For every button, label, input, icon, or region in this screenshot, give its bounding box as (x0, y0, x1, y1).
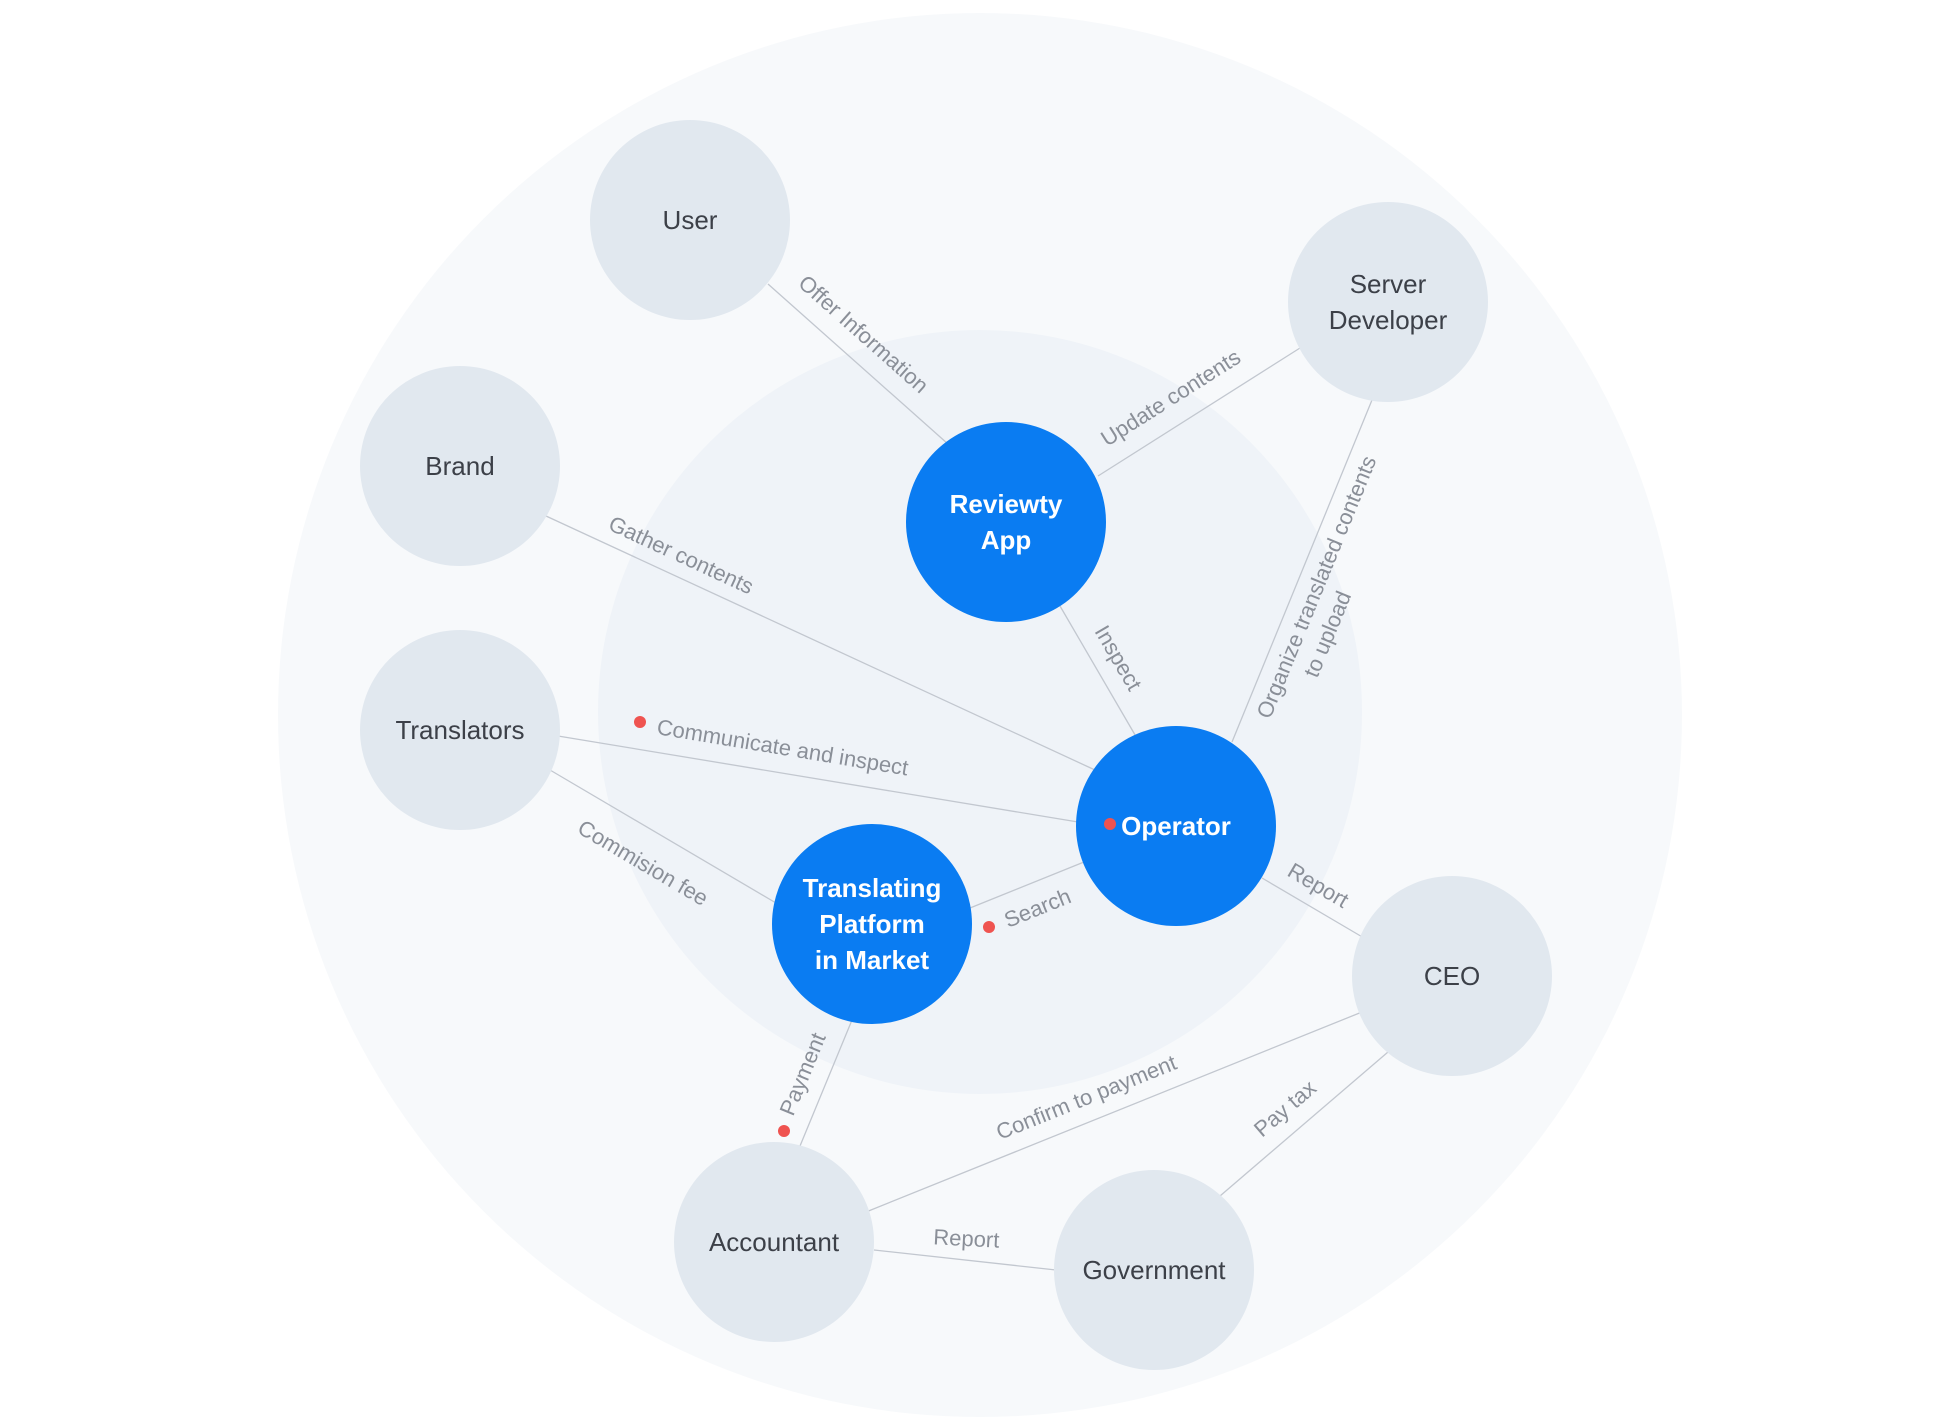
node-label-line: CEO (1424, 961, 1480, 991)
node-label-line: Government (1082, 1255, 1226, 1285)
node-label-line: Brand (425, 451, 494, 481)
node-circle-reviewty-app (906, 422, 1106, 622)
node-label-brand: Brand (425, 451, 494, 481)
edge-organize-translated (1231, 399, 1373, 743)
marker-dot-operator (1104, 818, 1116, 830)
node-label-line: Developer (1329, 305, 1448, 335)
marker-dot-communicate-and-inspect (634, 716, 646, 728)
node-label-line: Platform (819, 909, 924, 939)
edge-commision-fee (549, 769, 777, 904)
edge-pay-tax (1219, 1051, 1389, 1197)
markers-layer (634, 716, 1116, 1137)
node-brand: Brand (360, 366, 560, 566)
node-circle-server-developer (1288, 202, 1488, 402)
edge-gather-contents (545, 515, 1096, 771)
edge-label-report-government: Report (933, 1224, 1000, 1252)
edge-update-contents (1097, 347, 1301, 477)
node-circle-translating-platform (772, 824, 972, 1024)
edge-payment (799, 1019, 853, 1147)
edges-layer (545, 283, 1389, 1271)
marker-dot-search (983, 921, 995, 933)
node-label-ceo: CEO (1424, 961, 1480, 991)
node-label-line: Accountant (709, 1227, 840, 1257)
edge-communicate-and-inspect (557, 735, 1079, 823)
node-label-line: in Market (815, 945, 929, 975)
node-circle-user (590, 120, 790, 320)
edge-report-government (873, 1249, 1057, 1271)
node-circle-accountant (674, 1142, 874, 1342)
edge-offer-information (767, 283, 949, 445)
node-translators: Translators (360, 630, 560, 830)
node-operator: Operator (1076, 726, 1276, 926)
node-circle-brand (360, 366, 560, 566)
edge-confirm-to-payment (865, 1011, 1363, 1213)
node-label-translators: Translators (395, 715, 524, 745)
node-government: Government (1054, 1170, 1254, 1370)
node-accountant: Accountant (674, 1142, 874, 1342)
node-label-line: App (981, 525, 1032, 555)
node-label-accountant: Accountant (709, 1227, 840, 1257)
node-user: User (590, 120, 790, 320)
edge-search (969, 861, 1085, 909)
node-label-line: Translating (803, 873, 942, 903)
node-circle-government (1054, 1170, 1254, 1370)
marker-dot-payment (778, 1125, 790, 1137)
node-circle-translators (360, 630, 560, 830)
node-label-government: Government (1082, 1255, 1226, 1285)
edge-label-line: Report (933, 1224, 1000, 1252)
node-ceo: CEO (1352, 876, 1552, 1076)
node-label-line: Reviewty (950, 489, 1063, 519)
node-label-line: User (663, 205, 718, 235)
node-label-line: Server (1350, 269, 1427, 299)
node-label-line: Operator (1121, 811, 1231, 841)
node-label-user: User (663, 205, 718, 235)
edge-inspect (1059, 605, 1139, 741)
node-circle-ceo (1352, 876, 1552, 1076)
node-circle-operator (1076, 726, 1276, 926)
edge-report-ceo (1261, 877, 1365, 939)
node-label-operator: Operator (1121, 811, 1231, 841)
node-label-line: Translators (395, 715, 524, 745)
